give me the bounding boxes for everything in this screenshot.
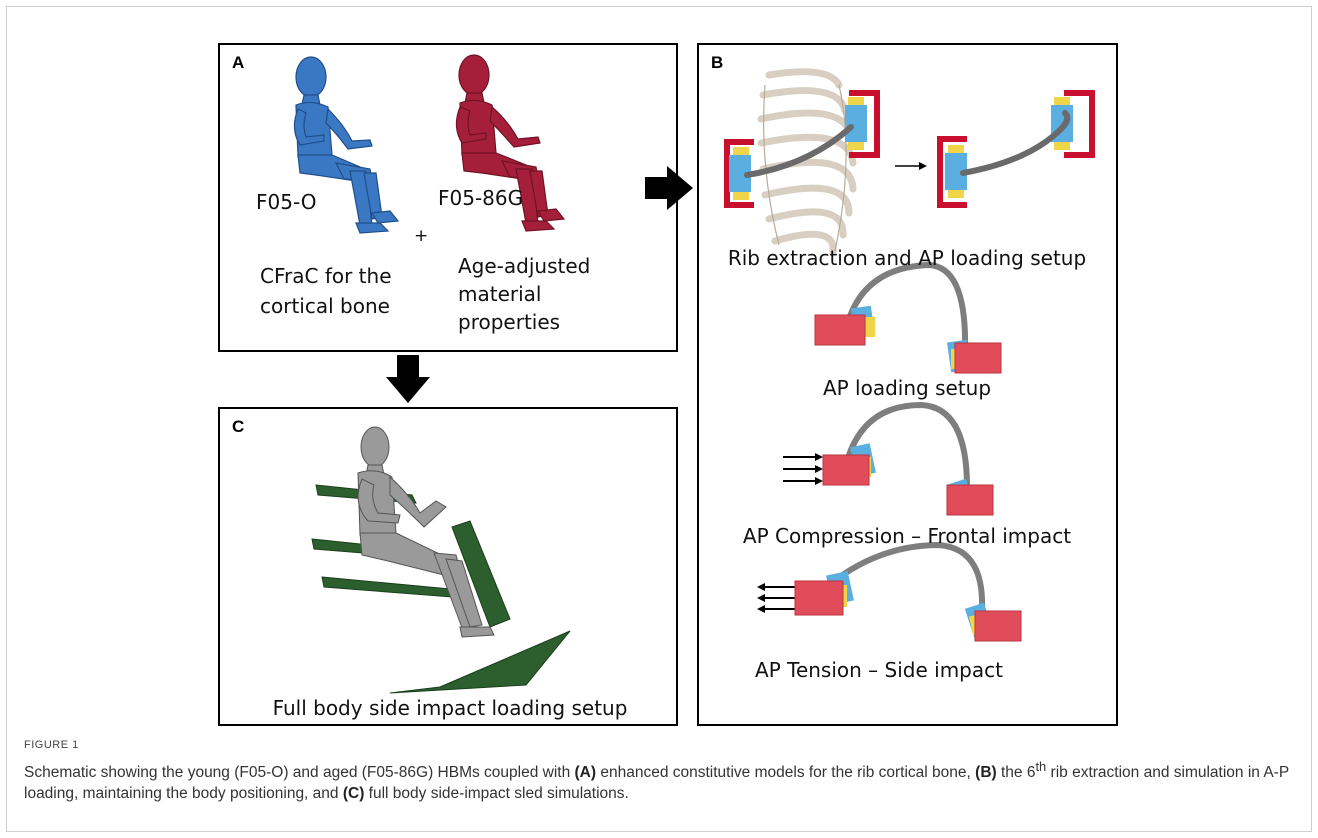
ap-compression-diagram xyxy=(783,401,994,516)
caption-part-1: Schematic showing the young (F05-O) and … xyxy=(24,764,575,782)
young-hbm-label: F05-O xyxy=(256,190,317,214)
caption-ref-c: (C) xyxy=(342,785,365,803)
caption-part-4: rib extraction and simulation in A-P loa… xyxy=(24,764,1289,803)
young-hbm-figure xyxy=(293,54,566,234)
ap-tension-label: AP Tension – Side impact xyxy=(755,658,1003,682)
ap-loading-setup-diagram xyxy=(814,261,1002,374)
full-body-sled-figure xyxy=(311,426,571,694)
ap-tension-diagram xyxy=(757,541,1022,642)
full-body-label: Full body side impact loading setup xyxy=(272,696,628,720)
plus-sign: + xyxy=(414,226,429,246)
aged-hbm-label: F05-86G xyxy=(438,186,524,210)
panel-c-letter: C xyxy=(232,417,245,436)
ap-compression-label: AP Compression – Frontal impact xyxy=(742,524,1072,548)
caption-part-2: enhanced constitutive models for the rib… xyxy=(596,764,976,782)
panel-b-letter: B xyxy=(711,53,724,72)
arrow-a-to-b-icon xyxy=(645,166,693,210)
age-adjusted-line-2: material xyxy=(458,282,542,306)
age-adjusted-line-3: properties xyxy=(458,310,561,334)
cfrac-line-1: CFraC for the xyxy=(260,264,392,288)
figure-caption: Schematic showing the young (F05-O) and … xyxy=(24,756,1299,804)
rib-extraction-label: Rib extraction and AP loading setup xyxy=(727,246,1087,270)
panel-a-letter: A xyxy=(232,53,245,72)
caption-ref-b: (B) xyxy=(975,764,997,782)
panel-b: B xyxy=(697,43,1118,726)
cfrac-line-2: cortical bone xyxy=(260,294,390,318)
caption-superscript: th xyxy=(1035,759,1047,774)
rib-extraction-diagram xyxy=(724,68,1095,257)
figure-label: FIGURE 1 xyxy=(24,739,79,751)
panel-a: A F05-O F05-86 xyxy=(218,43,678,352)
caption-part-3: the 6 xyxy=(996,764,1036,782)
caption-ref-a: (A) xyxy=(574,764,597,782)
panel-c: C Full body side impact loading setup xyxy=(218,407,678,726)
age-adjusted-line-1: Age-adjusted xyxy=(458,254,591,278)
ap-loading-label: AP loading setup xyxy=(822,376,992,400)
caption-part-5: full body side-impact sled simulations. xyxy=(364,785,629,803)
arrow-a-to-c-icon xyxy=(386,355,430,403)
